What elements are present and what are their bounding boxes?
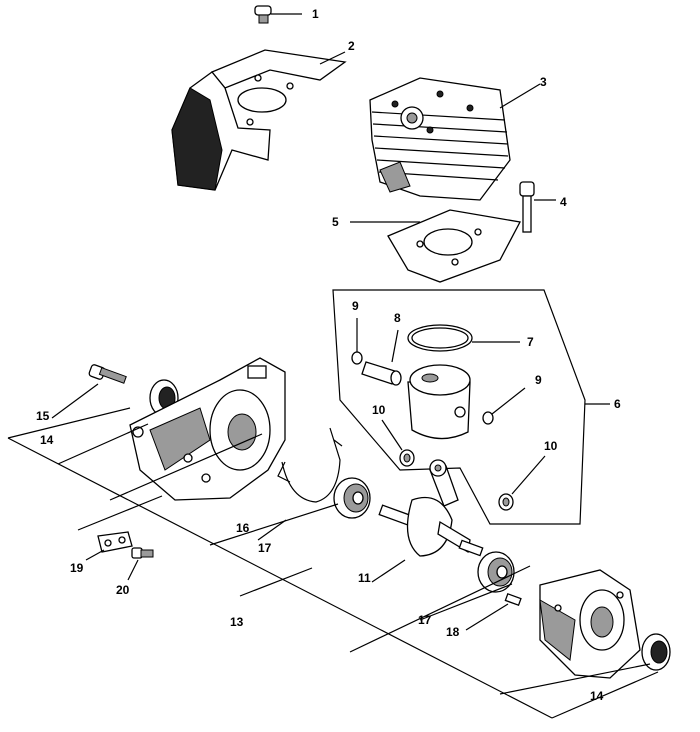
part-14-seal-right [641,633,671,671]
callout-15: 15 [36,409,50,423]
callout-17-upper: 17 [258,541,272,555]
callout-10-left: 10 [372,403,386,417]
callout-11: 11 [358,571,371,585]
part-9-circlip-right [482,387,526,425]
part-1-cap-screw [254,5,302,24]
callout-14-left: 14 [40,433,54,447]
part-11-crankshaft [371,459,484,583]
part-17-bearing-lower [477,551,515,593]
crankcase-right-half [539,569,641,679]
callout-1: 1 [312,7,319,21]
part-4-bolt [519,181,556,233]
crankcase-left-half [129,357,286,501]
callout-16: 16 [236,521,250,535]
part-10-bearing-right [498,455,546,511]
crankcase-assembly-brackets [7,407,659,719]
callout-3: 3 [540,75,547,89]
part-18-dowel-pin [465,593,522,631]
part-20-screw [127,547,154,581]
part-16-spring-clip [277,427,343,503]
part-10-bearing-left [381,419,415,467]
piston [407,364,471,440]
callout-14-right: 14 [590,689,604,703]
callout-20: 20 [116,583,130,597]
callout-7: 7 [527,335,534,349]
callout-18: 18 [446,625,460,639]
part-9-circlip-left [351,318,363,365]
callout-4: 4 [560,195,567,209]
part-8-piston-pin [361,329,402,386]
callout-6: 6 [614,397,621,411]
callout-9-right: 9 [535,373,542,387]
part-17-bearing-upper [333,477,371,519]
callout-19: 19 [70,561,84,575]
callout-13: 13 [230,615,244,629]
part-5-gasket [350,209,521,283]
callout-10-right: 10 [544,439,558,453]
part-7-piston-ring [407,324,520,352]
part-19-plate [85,531,133,561]
callout-2: 2 [348,39,355,53]
part-2-heat-shield [171,49,347,191]
callout-17-lower: 17 [418,613,432,627]
part-15-screw [51,364,127,419]
callout-9-left: 9 [352,299,359,313]
callout-8: 8 [394,311,401,325]
part-6-piston-group-outline [332,289,610,525]
callout-5: 5 [332,215,339,229]
part-3-cylinder [369,77,541,201]
